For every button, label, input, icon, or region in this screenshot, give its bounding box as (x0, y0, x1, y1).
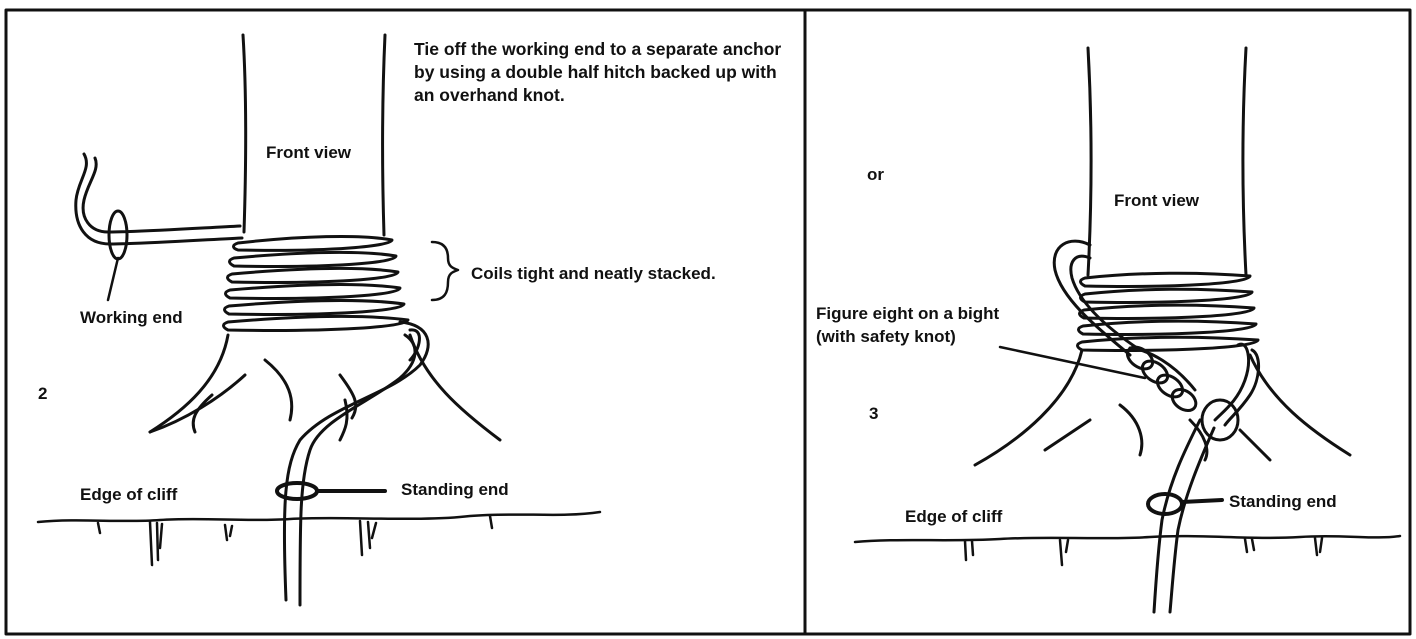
right-tree (975, 48, 1350, 465)
edge-of-cliff-label-left: Edge of cliff (80, 484, 177, 505)
step-number-2: 2 (38, 383, 47, 404)
right-standing-end-rope (1154, 420, 1214, 612)
standing-end-label-right: Standing end (1229, 491, 1337, 512)
figure-eight-knot (1123, 343, 1238, 440)
standing-end-label-left: Standing end (401, 479, 509, 500)
step-number-3: 3 (869, 403, 878, 424)
front-view-label-left: Front view (266, 142, 351, 163)
left-standing-end-rope (284, 322, 428, 605)
left-working-end-rope (76, 154, 242, 259)
edge-of-cliff-label-right: Edge of cliff (905, 506, 1002, 527)
instruction-text: Tie off the working end to a separate an… (414, 38, 794, 106)
front-view-label-right: Front view (1114, 190, 1199, 211)
figure-eight-label-line2: (with safety knot) (816, 326, 956, 347)
figure-eight-label-line1: Figure eight on a bight (816, 303, 999, 324)
working-end-label: Working end (80, 307, 183, 328)
left-coils (224, 236, 409, 330)
left-cliff-edge (38, 512, 600, 565)
or-label: or (867, 164, 884, 185)
coils-label: Coils tight and neatly stacked. (471, 263, 716, 284)
right-cliff-edge (855, 536, 1400, 565)
right-coils (1078, 273, 1259, 350)
